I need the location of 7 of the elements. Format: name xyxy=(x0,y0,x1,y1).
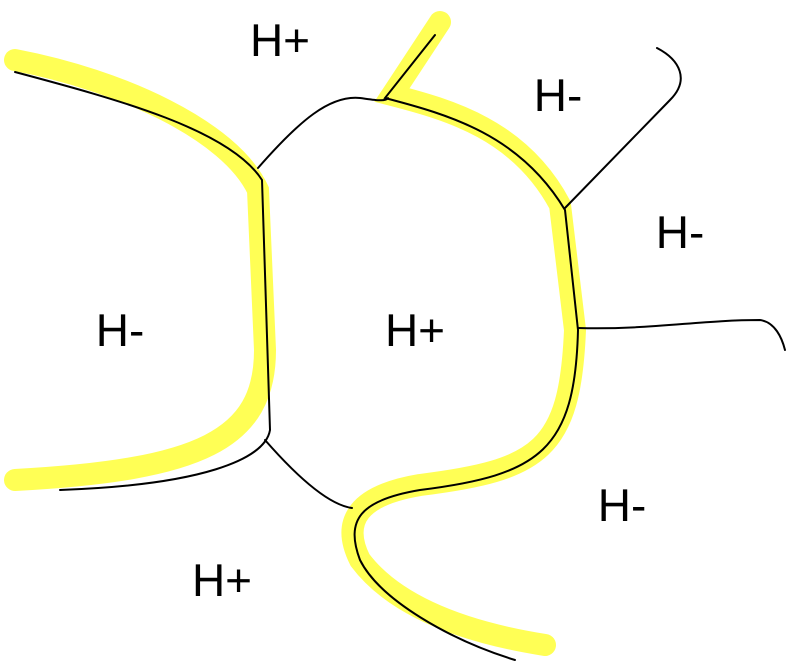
charge-label: H+ xyxy=(250,17,310,63)
charge-label: H+ xyxy=(384,307,446,353)
charge-label: H+ xyxy=(192,557,252,603)
charge-label: H- xyxy=(598,482,646,528)
charge-label: H- xyxy=(656,209,704,255)
charge-label: H- xyxy=(96,307,144,353)
charge-label: H- xyxy=(534,72,582,118)
